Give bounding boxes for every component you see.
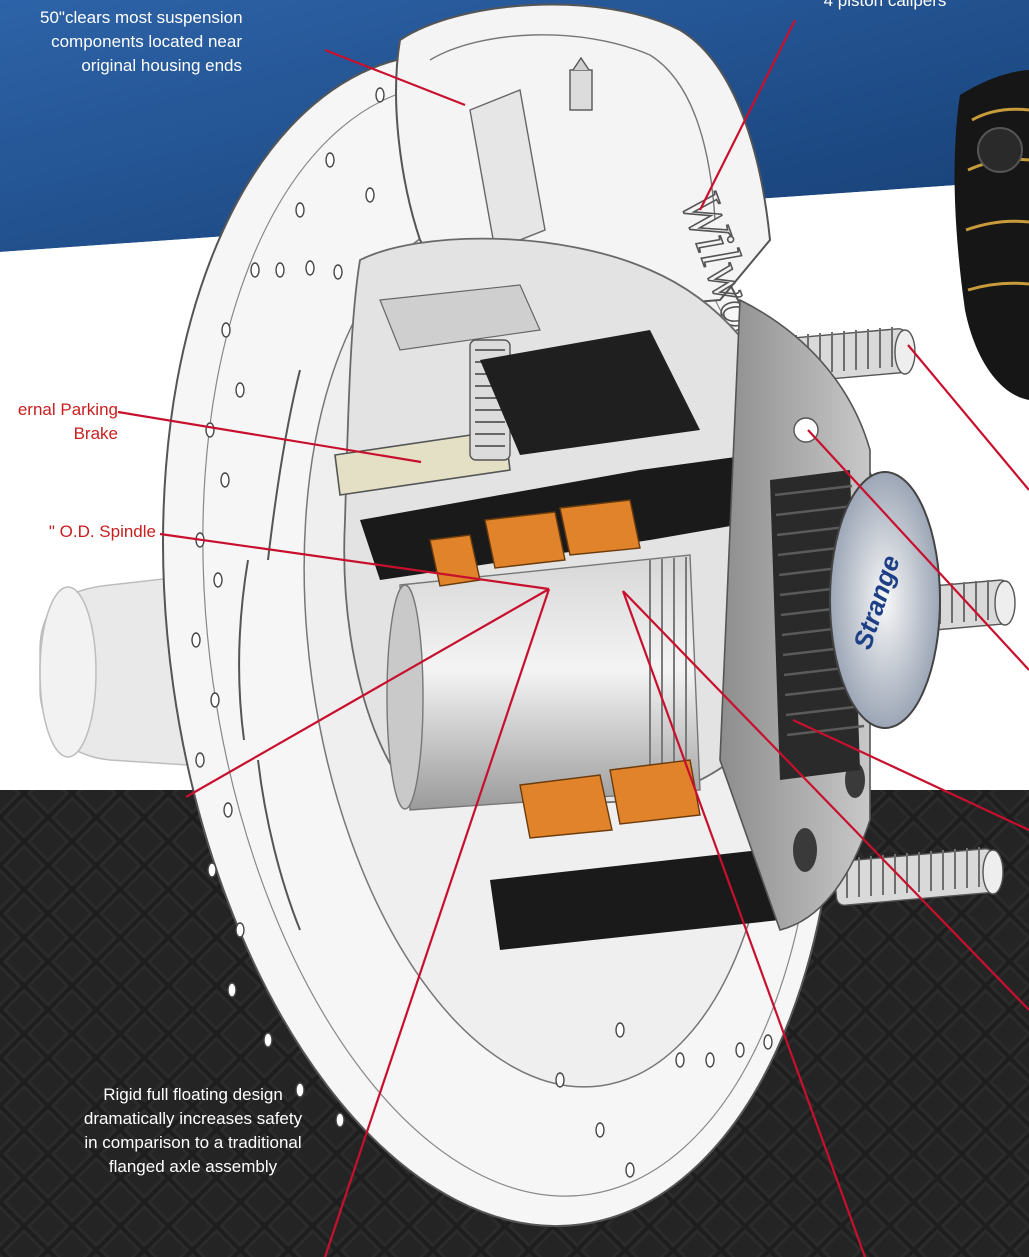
- callout-line: 50"clears most suspension: [40, 8, 243, 27]
- callout-line: Brake: [73, 424, 118, 443]
- leader-spindle-lower: [323, 588, 551, 1257]
- leader-parking-brake: [117, 410, 422, 464]
- leader-spindle: [159, 532, 550, 591]
- leader-flange-hole: [807, 429, 1029, 671]
- callout-line: original housing ends: [81, 56, 242, 75]
- callout-line: 4 piston calipers: [823, 0, 947, 10]
- callout-line: dramatically increases safety: [83, 1109, 303, 1128]
- callout-full-floating: Rigid full floating design dramatically …: [60, 1083, 326, 1179]
- callout-line: " O.D. Spindle: [48, 522, 156, 541]
- callout-line: components located near: [51, 32, 242, 51]
- caliper-photo: [954, 70, 1029, 400]
- leader-seal-right: [622, 590, 1029, 1011]
- callout-suspension-clearance: 50"clears most suspension components loc…: [40, 6, 243, 78]
- leader-hub: [792, 719, 1029, 831]
- hub-cap: Strange: [829, 471, 941, 729]
- bearings: [429, 499, 701, 839]
- leader-calipers: [699, 19, 796, 211]
- callout-line: flanged axle assembly: [108, 1157, 278, 1176]
- leader-suspension: [324, 48, 466, 107]
- leader-stud: [907, 344, 1029, 491]
- callout-line: Rigid full floating design: [103, 1085, 283, 1104]
- callout-spindle: " O.D. Spindle: [0, 520, 156, 544]
- callout-line: in comparison to a traditional: [84, 1133, 302, 1152]
- leader-bearing-lower: [621, 590, 867, 1257]
- callout-parking-brake: ernal Parking Brake: [0, 398, 118, 446]
- leader-full-floating: [185, 588, 550, 798]
- spindle: [386, 554, 701, 811]
- callout-leaders: [117, 19, 1029, 1257]
- callout-line: ernal Parking: [17, 400, 118, 419]
- callout-calipers: 4 piston calipers: [790, 0, 980, 13]
